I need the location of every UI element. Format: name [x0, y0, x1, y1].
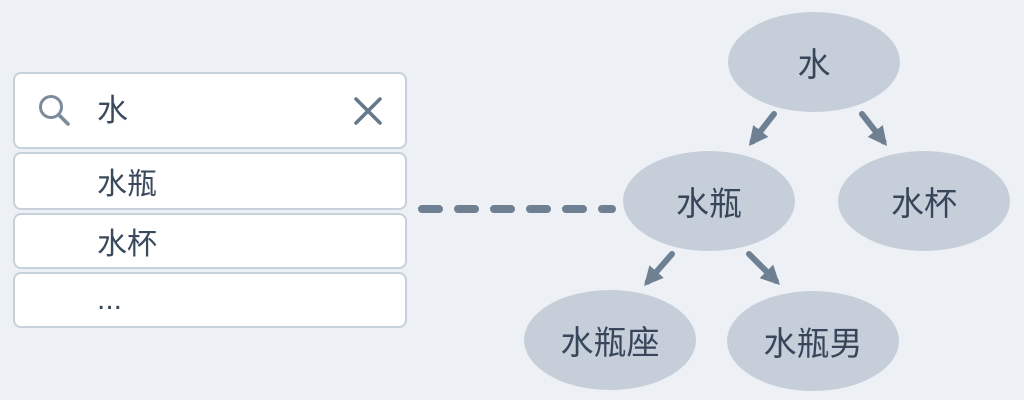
search-box[interactable]: 水: [13, 72, 407, 149]
search-panel: 水 水瓶 水杯 ...: [13, 72, 407, 328]
suggestion-item-water-cup[interactable]: 水杯: [13, 213, 407, 269]
edge-water-to-bottle: [748, 111, 777, 147]
search-input[interactable]: 水: [97, 93, 128, 128]
tree-node-water[interactable]: 水: [728, 12, 900, 112]
tree-node-water-cup[interactable]: 水杯: [838, 151, 1010, 251]
suggestion-item-more[interactable]: ...: [13, 272, 407, 328]
search-icon: [36, 93, 72, 129]
edge-bottle-to-aquarius: [644, 251, 675, 287]
suggestion-item-water-bottle[interactable]: 水瓶: [13, 152, 407, 210]
tree-node-aquarius[interactable]: 水瓶座: [524, 290, 696, 390]
clear-icon[interactable]: [352, 95, 384, 127]
edge-bottle-to-aquariusman: [746, 251, 780, 285]
edge-water-to-cup: [859, 111, 888, 147]
tree-node-aquarius-man[interactable]: 水瓶男: [727, 291, 899, 391]
tree-node-water-bottle[interactable]: 水瓶: [623, 151, 795, 251]
